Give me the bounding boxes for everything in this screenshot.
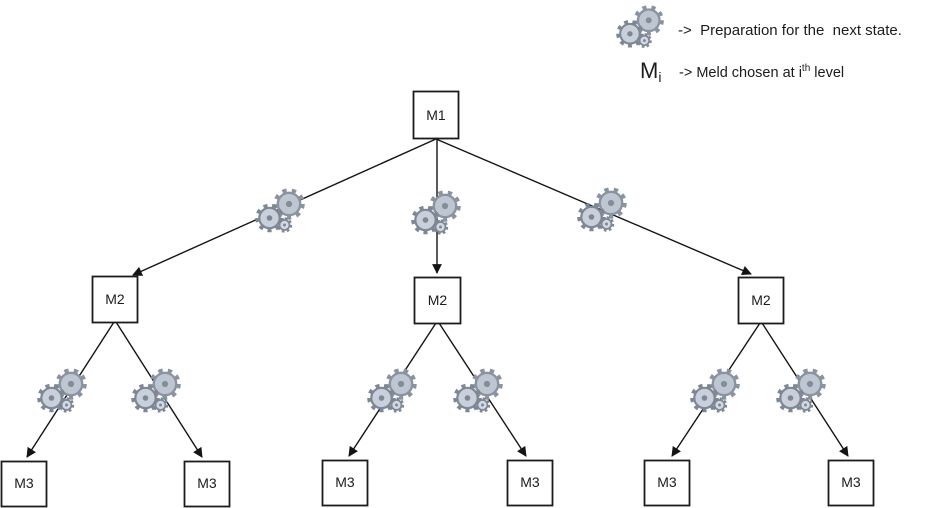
gears-icon — [258, 191, 302, 231]
node-box — [827, 459, 875, 507]
node-label: M3 — [197, 475, 217, 491]
node-label: M3 — [841, 474, 861, 490]
gears-icon — [580, 190, 624, 230]
tree-nodes: M1 M2 M2 M2 M3 M3 M3 M3 — [0, 90, 875, 508]
gears-icon — [40, 371, 84, 411]
legend-gears-label: -> Preparation for the next state. — [678, 22, 902, 39]
node-m2-middle: M2 — [413, 276, 462, 325]
node-label: M2 — [751, 292, 771, 308]
gears-icon — [693, 371, 737, 411]
node-box — [506, 459, 554, 507]
node-box — [737, 276, 785, 325]
node-label: M3 — [14, 475, 34, 491]
legend-meld-symbol: Mi — [640, 58, 661, 85]
legend-meld-label: -> Meld chosen at ith level — [679, 63, 844, 81]
gears-icon — [619, 8, 662, 47]
node-m2-left: M2 — [91, 275, 139, 324]
node-label: M3 — [657, 474, 677, 490]
node-box — [0, 460, 48, 508]
node-box — [413, 276, 462, 325]
node-label: M2 — [105, 291, 125, 307]
node-label: M3 — [520, 474, 540, 490]
node-label: M1 — [426, 107, 446, 123]
legend: -> Preparation for the next state. Mi ->… — [619, 8, 902, 85]
node-m2-right: M2 — [737, 276, 785, 325]
gears-icon — [370, 371, 414, 411]
node-m3-1: M3 — [0, 460, 48, 508]
node-box — [412, 90, 460, 140]
node-m1: M1 — [412, 90, 460, 140]
gears-icon — [414, 193, 458, 233]
node-m3-2: M3 — [183, 460, 231, 508]
node-m3-5: M3 — [643, 459, 691, 507]
node-box — [183, 460, 231, 508]
node-m3-6: M3 — [827, 459, 875, 507]
node-label: M3 — [335, 474, 355, 490]
node-box — [643, 459, 691, 507]
node-box — [321, 459, 369, 507]
node-box — [91, 275, 139, 324]
node-m3-3: M3 — [321, 459, 369, 507]
gears-icon — [779, 371, 823, 411]
gears-icon — [134, 371, 178, 411]
node-m3-4: M3 — [506, 459, 554, 507]
node-label: M2 — [428, 292, 448, 308]
